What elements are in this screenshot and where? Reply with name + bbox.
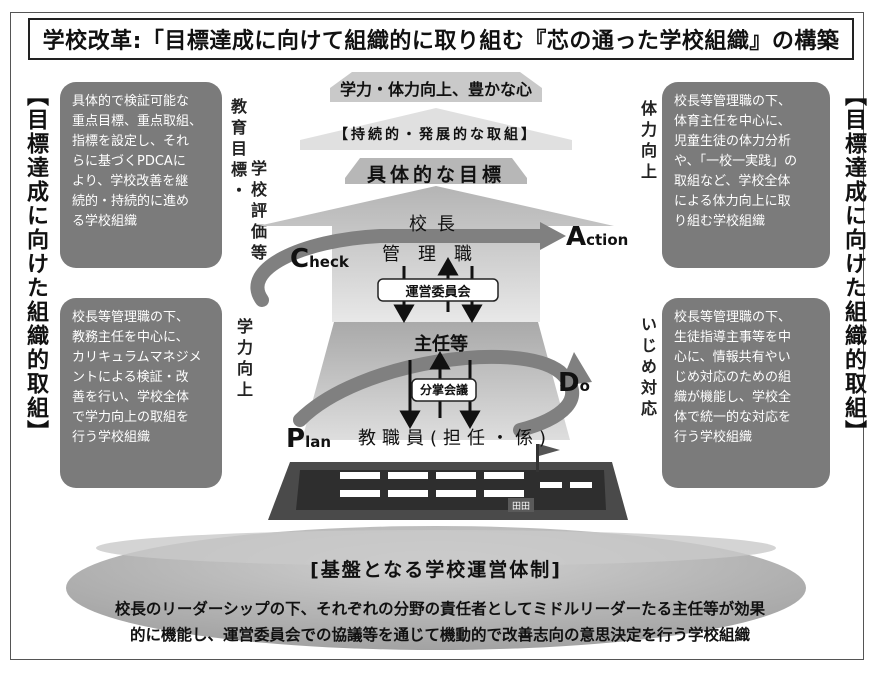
action-big: A [566, 222, 587, 252]
specific-goal-label: 具体的な目標 [366, 164, 505, 186]
division-box [411, 378, 477, 402]
plan-big: P [286, 424, 306, 454]
right-box-physical: 校長等管理職の下、 体育主任を中心に、 児童生徒の体力分析 や、「一校一実践」の… [662, 82, 830, 268]
left-box-pdca: 具体的で検証可能な 重点目標、重点取組、 指標を設定し、それ らに基づくPDCA… [60, 82, 222, 268]
do-spiral [293, 349, 580, 437]
sustained-label: 【持続的・発展的な取組】 [334, 127, 538, 143]
outer-frame [10, 12, 864, 660]
building-window-label: 田田 [512, 501, 530, 512]
label-bullying: いじめ対応 [638, 316, 657, 421]
chiefs-label: 主任等 [414, 334, 468, 355]
label-academic: 学力向上 [234, 318, 253, 402]
do-big: D [558, 368, 580, 398]
right-box-bullying: 校長等管理職の下、 生徒指導主事等を中 心に、情報共有やい じめ対応のための組 … [662, 298, 830, 488]
page-title-text: 学校改革:「目標達成に向けて組織的に取り組む『芯の通った学校組織』の構築 [42, 29, 840, 54]
check-spiral [250, 229, 547, 307]
label-school-eval: 学校評価等 [248, 160, 267, 265]
check-small: heck [309, 253, 349, 271]
check-big: C [290, 244, 310, 274]
specific-goal-arrow [345, 158, 527, 184]
base-title: [基盤となる学校運営体制] [310, 559, 562, 581]
action-label: Action [566, 222, 628, 252]
action-small: ction [586, 231, 629, 249]
left-box-academic: 校長等管理職の下、 教務主任を中心に、 カリキュラムマネジメ ントによる検証・改… [60, 298, 222, 488]
plan-small: lan [305, 433, 332, 451]
school-building: 田田 [268, 444, 628, 520]
do-label: Do [558, 368, 590, 398]
base-top-ellipse [96, 530, 776, 566]
side-label-left: 【目標達成に向けた組織的取組】 [23, 84, 48, 444]
label-education-goals: 教育目標・ [228, 98, 247, 203]
plan-label: Plan [286, 424, 331, 454]
management-label: 管理職 [382, 244, 490, 265]
do-small: o [579, 377, 590, 395]
committee-label: 運営委員会 [405, 285, 471, 300]
staff-label: 教職員(担任・係) [357, 428, 553, 449]
page-title: 学校改革:「目標達成に向けて組織的に取り組む『芯の通った学校組織』の構築 [28, 18, 854, 60]
committee-box [377, 278, 499, 302]
action-arrowhead [540, 222, 566, 250]
top-goal-label: 学力・体力向上、豊かな心 [339, 80, 532, 99]
check-label: Check [290, 244, 349, 274]
sustained-arrow [300, 108, 572, 150]
top-goal-arrow [330, 72, 542, 102]
principal-label: 校長 [409, 214, 465, 235]
label-physical: 体力向上 [638, 100, 657, 184]
base-description: 校長のリーダーシップの下、それぞれの分野の責任者としてミドルリーダーたる主任等が… [114, 600, 766, 644]
do-arrowhead [560, 352, 592, 386]
division-label: 分掌会議 [419, 383, 468, 397]
central-big-arrow [258, 186, 614, 322]
side-label-right: 【目標達成に向けた組織的取組】 [841, 84, 866, 444]
